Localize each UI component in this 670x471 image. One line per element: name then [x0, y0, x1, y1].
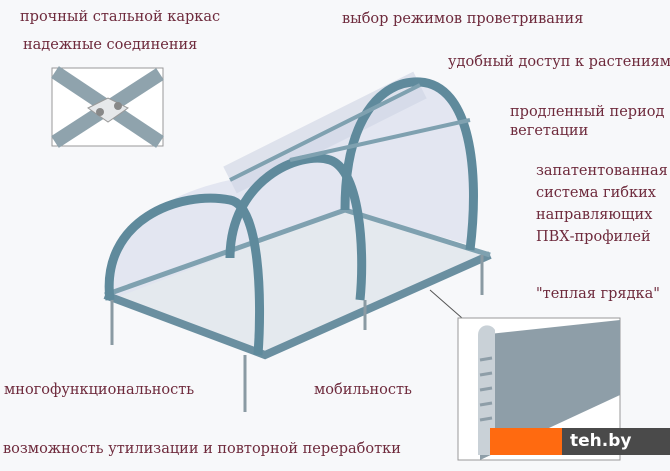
watermark: teh.by	[490, 428, 670, 455]
feature-ventilation: выбор режимов проветривания	[342, 11, 584, 27]
watermark-text: teh.by	[562, 428, 670, 455]
feature-season-1: продленный период	[510, 104, 665, 120]
watermark-orange-block	[490, 428, 562, 455]
feature-joints: надежные соединения	[23, 37, 198, 53]
feature-multi: многофункциональность	[4, 382, 195, 398]
feature-profile-2: система гибких	[536, 185, 656, 201]
joint-inset	[51, 66, 164, 148]
feature-profile-4: ПВХ-профилей	[536, 229, 651, 245]
feature-access: удобный доступ к растениям	[448, 54, 670, 70]
feature-frame: прочный стальной каркас	[20, 9, 221, 25]
feature-season-2: вегетации	[510, 123, 589, 139]
feature-warm-bed: "теплая грядка"	[536, 286, 660, 302]
feature-recycle: возможность утилизации и повторной перер…	[3, 441, 401, 457]
feature-profile-3: направляющих	[536, 207, 653, 223]
feature-profile-1: запатентованная	[536, 163, 668, 179]
feature-mobility: мобильность	[314, 382, 412, 398]
